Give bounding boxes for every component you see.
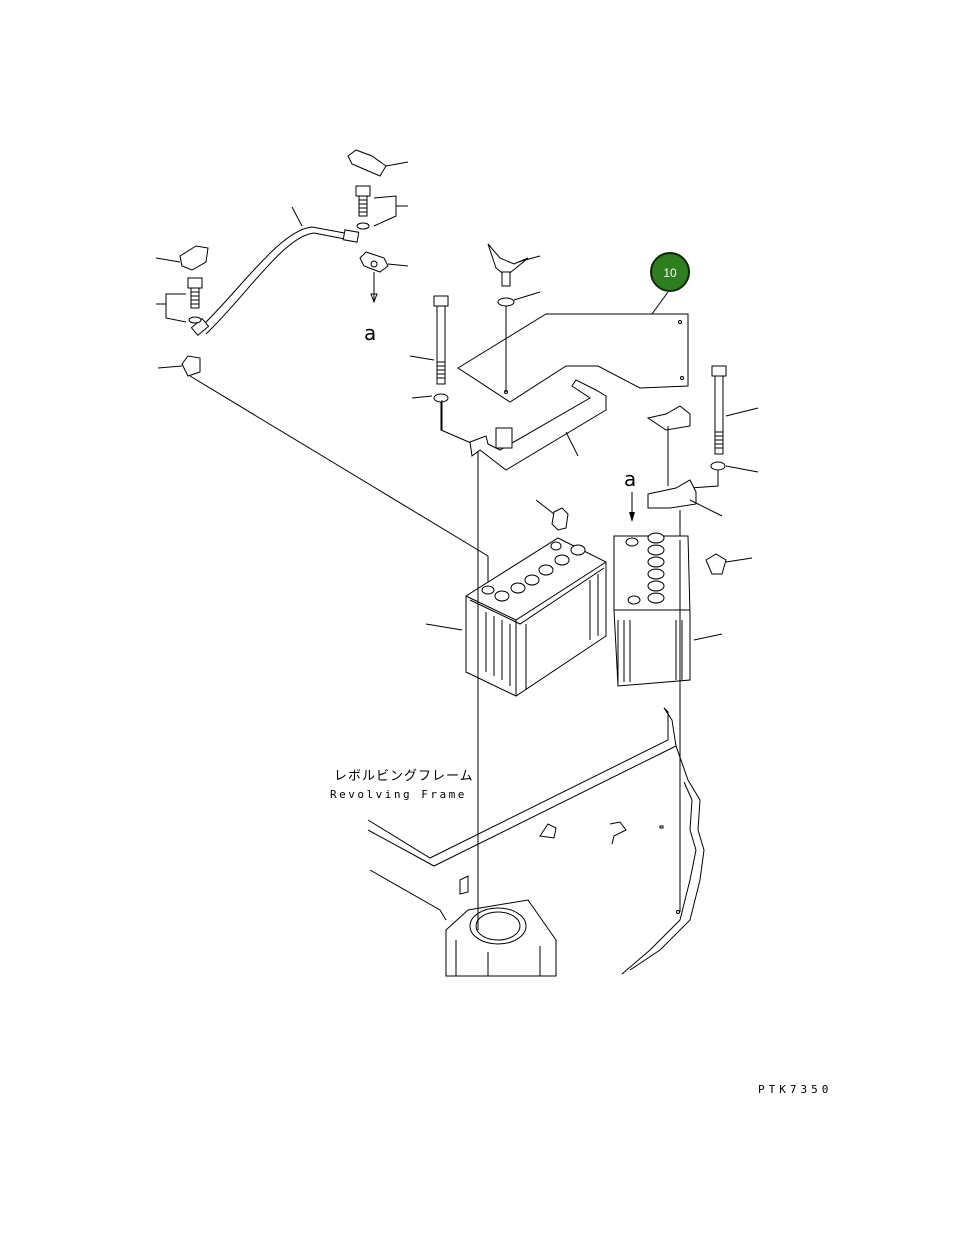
- terminal-label-a-right: a: [624, 467, 636, 491]
- callout-10-label[interactable]: 10: [663, 266, 677, 280]
- side-bracket: [646, 405, 723, 540]
- battery-right-caps: [625, 532, 665, 605]
- label-group: a a レボルビングフレーム Revolving Frame PTK7350: [330, 321, 832, 1096]
- terminal-left: [157, 355, 489, 586]
- drawing-code: PTK7350: [758, 1083, 832, 1096]
- terminal-label-a-left: a: [364, 321, 376, 345]
- revolving-frame: [367, 707, 705, 977]
- arrow-a-right: [629, 492, 635, 522]
- terminal-right: [705, 553, 753, 575]
- battery-cover-plate: [457, 313, 689, 403]
- washer-upper: [497, 291, 541, 392]
- assembly-leader-lines: [441, 400, 681, 930]
- frame-label-en: Revolving Frame: [330, 788, 467, 801]
- callout-10[interactable]: 10: [650, 252, 690, 315]
- bolt-left: [156, 277, 203, 324]
- battery-left-caps: [481, 541, 586, 602]
- bolt-upper: [355, 185, 408, 230]
- battery-right: [613, 532, 723, 687]
- terminal-clamp-top: [347, 149, 409, 177]
- long-bolt-right: [689, 365, 759, 489]
- long-bolt-left: [409, 295, 479, 580]
- battery-left: [425, 537, 607, 697]
- frame-label-jp: レボルビングフレーム: [334, 769, 474, 784]
- hold-down-bracket: [469, 379, 607, 471]
- terminal-fitting-top: [359, 251, 409, 304]
- terminal-clamp-left: [155, 245, 209, 271]
- callout-10-circle[interactable]: [650, 252, 690, 292]
- ground-cable-assembly: [190, 206, 360, 337]
- wing-nut: [487, 243, 541, 287]
- terminal-nut-small: [535, 499, 569, 531]
